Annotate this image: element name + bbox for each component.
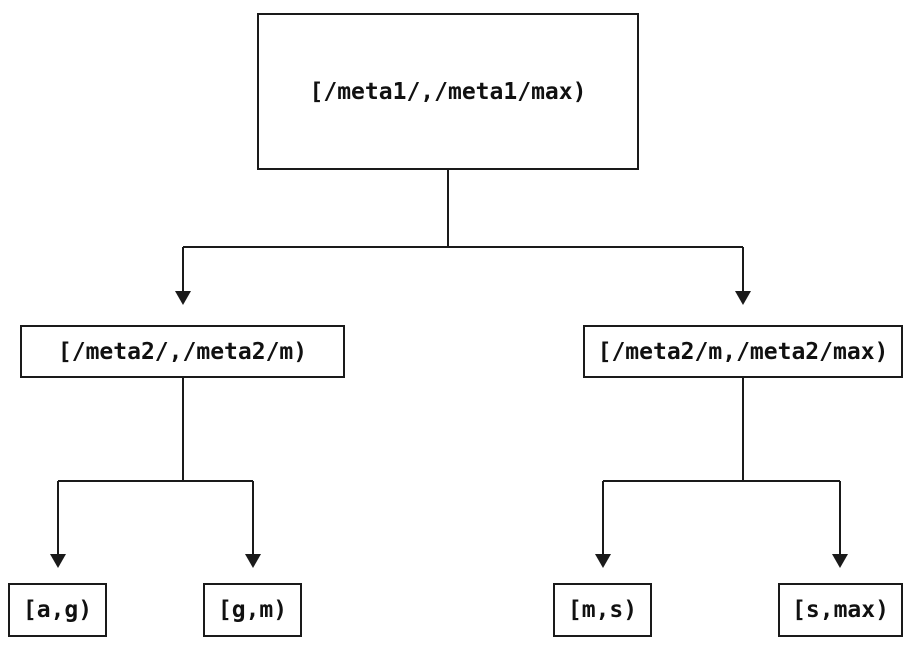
node-leaf-smax-label: [s,max) [792,597,889,623]
node-leaf-ms: [m,s) [553,583,652,637]
node-left-interval: [/meta2/,/meta2/m) [20,325,345,378]
node-leaf-ag-label: [a,g) [22,597,93,623]
node-leaf-gm-label: [g,m) [217,597,288,623]
node-root: [/meta1/,/meta1/max) [257,13,639,170]
node-leaf-smax: [s,max) [778,583,903,637]
node-right-label: [/meta2/m,/meta2/max) [597,338,889,365]
arrowhead-to-leaf-gm [245,554,261,568]
arrowhead-to-left-node [175,291,191,305]
node-root-label: [/meta1/,/meta1/max) [309,78,587,105]
edge-right-subtree [602,378,841,554]
node-right-interval: [/meta2/m,/meta2/max) [583,325,903,378]
arrowhead-to-leaf-ms [595,554,611,568]
arrowhead-to-leaf-ag [50,554,66,568]
node-leaf-ms-label: [m,s) [567,597,638,623]
node-leaf-gm: [g,m) [203,583,302,637]
node-leaf-ag: [a,g) [8,583,107,637]
edge-left-subtree [57,378,254,554]
arrowhead-to-leaf-smax [832,554,848,568]
node-left-label: [/meta2/,/meta2/m) [57,338,308,365]
edge-root-stem [182,170,744,291]
arrowhead-to-right-node [735,291,751,305]
